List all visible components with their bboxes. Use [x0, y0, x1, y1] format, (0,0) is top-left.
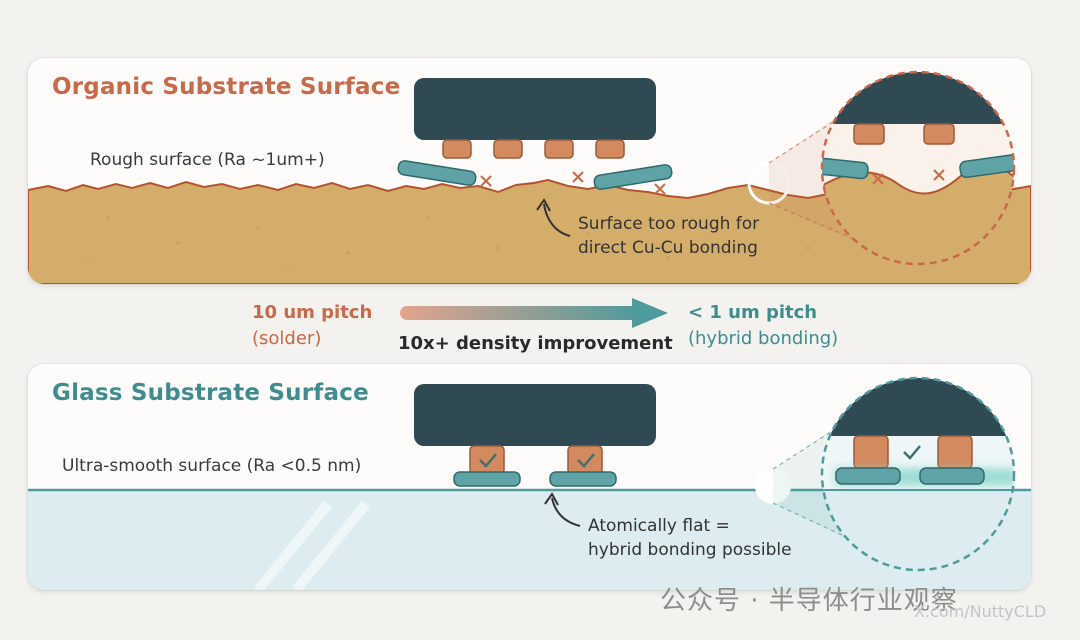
organic-surface-label: Rough surface (Ra ~1um+) — [90, 150, 325, 170]
watermark-handle: X.com/NuttyCLD — [914, 602, 1047, 621]
right-pitch-method: (hybrid bonding) — [688, 328, 839, 349]
glass-note-line2: hybrid bonding possible — [588, 540, 792, 560]
left-pitch-method: (solder) — [252, 328, 322, 349]
copper-pillars — [442, 139, 625, 159]
right-pitch-value: < 1 um pitch — [688, 302, 818, 323]
density-improvement-label: 10x+ density improvement — [398, 333, 673, 354]
substrate-texture — [86, 216, 810, 268]
copper-pillars — [469, 445, 603, 475]
zoom-circle — [820, 376, 1016, 572]
zoom-circle — [820, 70, 1016, 266]
right-pitch-group: < 1 um pitch (hybrid bonding) — [688, 300, 838, 352]
zoom-detail — [822, 72, 1014, 264]
watermark-text: 公众号 · 半导体行业观察 — [660, 586, 958, 616]
left-pitch-group: 10 um pitch (solder) — [252, 300, 372, 352]
density-arrow-icon — [400, 298, 668, 328]
glass-panel: Glass Substrate Surface Ultra-smooth sur… — [28, 364, 1031, 590]
glass-note-line1: Atomically flat = — [588, 516, 730, 536]
organic-panel: Organic Substrate Surface Rough surface … — [28, 58, 1031, 284]
organic-note-line1: Surface too rough for — [578, 214, 760, 234]
organic-note-line2: direct Cu-Cu bonding — [578, 238, 758, 258]
die — [414, 384, 656, 446]
fail-x-icon — [480, 171, 666, 195]
glass-title: Glass Substrate Surface — [52, 380, 369, 406]
left-pitch-value: 10 um pitch — [252, 302, 373, 323]
organic-illustration — [28, 70, 1031, 284]
pointer-arrow-icon — [543, 203, 571, 237]
glass-note: Atomically flat = hybrid bonding possibl… — [588, 514, 792, 562]
aligned-pads — [453, 471, 617, 487]
pointer-arrow-icon — [551, 497, 581, 527]
glass-surface-label: Ultra-smooth surface (Ra <0.5 nm) — [62, 456, 362, 476]
misaligned-pads — [397, 160, 673, 190]
glass-illustration — [28, 376, 1031, 590]
success-check-icon — [479, 453, 595, 468]
organic-title: Organic Substrate Surface — [52, 74, 401, 100]
zoom-detail — [822, 378, 1014, 570]
die — [414, 78, 656, 140]
glass-reflection — [254, 500, 370, 590]
organic-note: Surface too rough for direct Cu-Cu bondi… — [578, 212, 759, 260]
